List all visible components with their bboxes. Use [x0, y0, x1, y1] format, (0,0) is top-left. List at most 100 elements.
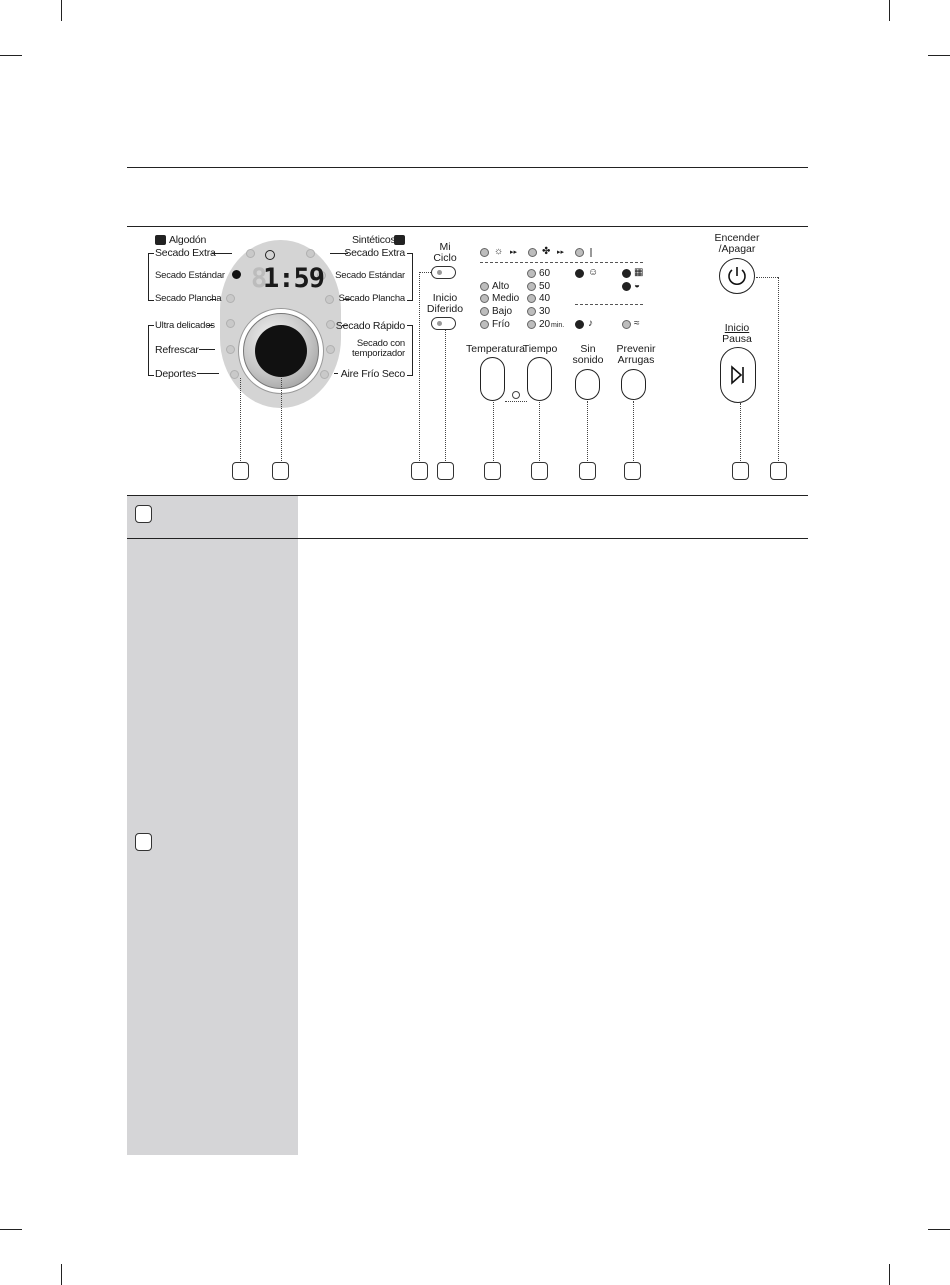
- sound-off-icon: ♪: [588, 318, 593, 329]
- cycle-quick-dry[interactable]: Secado Rápido: [335, 320, 405, 332]
- cycle-indicator: [246, 249, 255, 258]
- cycle-sports[interactable]: Deportes: [155, 368, 197, 380]
- cycle-indicator: [325, 295, 334, 304]
- time-indicator: [527, 282, 536, 291]
- crop-mark: [61, 0, 62, 21]
- callout-leader: [419, 272, 431, 273]
- crop-mark: [889, 1264, 890, 1285]
- top-rule: [127, 167, 808, 168]
- cotton-shirt-icon: [155, 235, 166, 245]
- cycle-cool-air[interactable]: Aire Frío Seco: [340, 368, 406, 380]
- option-indicator: [575, 269, 584, 278]
- cycle-cotton-iron[interactable]: Secado Plancha: [155, 293, 222, 304]
- cycle-refresh[interactable]: Refrescar: [155, 344, 199, 356]
- crop-mark: [928, 1229, 950, 1230]
- callout-start: [732, 462, 749, 480]
- callout-mi-ciclo: [411, 462, 428, 480]
- cycle-indicator: [226, 345, 235, 354]
- start-label-2: Pausa: [722, 333, 752, 345]
- callout-dial: [272, 462, 289, 480]
- prevenir-arrugas-button[interactable]: [621, 369, 646, 400]
- drum-light-icon: ▦: [634, 267, 644, 278]
- mi-ciclo-label-1: Mi: [439, 241, 451, 253]
- cycle-synthetic-extra[interactable]: Secado Extra: [344, 247, 405, 259]
- temp-option-low: Bajo: [492, 306, 513, 317]
- leader-line: [210, 299, 216, 300]
- cycle-indicator: [226, 294, 235, 303]
- end-icon: [590, 248, 592, 257]
- sin-sonido-button[interactable]: [575, 369, 600, 400]
- cycle-indicator: [326, 320, 335, 329]
- filter-icon: ◒: [634, 280, 641, 291]
- time-unit: min.: [551, 322, 565, 329]
- cycle-timed-dry-line2[interactable]: temporizador: [351, 348, 405, 359]
- start-pause-button[interactable]: [720, 347, 756, 403]
- time-indicator: [527, 320, 536, 329]
- inicio-diferido-button[interactable]: [431, 317, 456, 330]
- table-header-bottom-rule: [127, 538, 808, 539]
- program-synthetic-label: Sintéticos: [352, 234, 396, 246]
- cycle-cotton-extra[interactable]: Secado Extra: [155, 247, 216, 259]
- time-option-60: 60: [539, 268, 551, 279]
- lock-icon: [512, 391, 520, 399]
- time-indicator: [527, 307, 536, 316]
- power-label-1: Encender: [714, 232, 760, 244]
- play-pause-icon: [731, 365, 744, 385]
- cycle-indicator: [230, 370, 239, 379]
- callout-display: [232, 462, 249, 480]
- callout-leader: [539, 402, 540, 461]
- right-bracket-synthetic: [407, 253, 413, 301]
- option-indicator: [622, 320, 631, 329]
- power-button[interactable]: [719, 258, 755, 294]
- temp-indicator: [480, 282, 489, 291]
- cycle-synthetic-iron[interactable]: Secado Plancha: [338, 293, 406, 304]
- prevenir-label-1: Prevenir: [616, 343, 656, 355]
- power-icon: [728, 267, 746, 285]
- synthetic-shirt-icon: [394, 235, 405, 245]
- panel-top-rule: [127, 226, 808, 227]
- time-option-50: 50: [539, 281, 551, 292]
- separator: [480, 262, 643, 263]
- clock-icon: [265, 250, 275, 260]
- right-bracket-other: [407, 325, 413, 376]
- arrow-icon: ▸▸: [557, 249, 565, 256]
- cooling-fan-icon: ✤: [542, 246, 551, 257]
- time-option-30: 30: [539, 306, 551, 317]
- cycle-cotton-standard[interactable]: Secado Estándar: [155, 270, 225, 281]
- arrow-icon: ▸▸: [510, 249, 518, 256]
- time-indicator: [527, 269, 536, 278]
- callout-sin-sonido: [579, 462, 596, 480]
- callout-leader: [756, 277, 778, 278]
- cycle-timed-dry-line1[interactable]: Secado con: [356, 338, 405, 349]
- temp-indicator: [480, 320, 489, 329]
- callout-temperature: [484, 462, 501, 480]
- time-option-20: 20: [539, 319, 551, 330]
- leader-line: [197, 373, 219, 374]
- time-option-40: 40: [539, 293, 551, 304]
- time-button[interactable]: [527, 357, 552, 401]
- left-bracket-cotton: [148, 253, 154, 301]
- separator: [575, 304, 643, 305]
- leader-line: [199, 349, 215, 350]
- cycle-ultra-delicate[interactable]: Ultra delicados: [155, 320, 215, 331]
- cycle-indicator: [320, 370, 329, 379]
- leader-line: [343, 299, 351, 300]
- temperature-button[interactable]: [480, 357, 505, 401]
- start-label-1: Inicio: [724, 322, 750, 334]
- callout-leader: [778, 277, 779, 461]
- prevenir-label-2: Arrugas: [617, 354, 655, 366]
- lock-link: [505, 401, 527, 402]
- anti-crease-icon: ≈: [634, 318, 640, 329]
- temp-option-cold: Frío: [492, 319, 510, 330]
- child-lock-icon: ☺: [588, 267, 599, 278]
- cycle-synthetic-standard[interactable]: Secado Estándar: [335, 270, 405, 281]
- mi-ciclo-button[interactable]: [431, 266, 456, 279]
- leader-line: [212, 253, 232, 254]
- crop-mark: [0, 1229, 22, 1230]
- program-dial-center: [255, 325, 307, 377]
- cycle-indicator: [232, 270, 241, 279]
- power-label-2: /Apagar: [718, 243, 756, 255]
- table-header-top-rule: [127, 495, 808, 496]
- temp-option-medium: Medio: [492, 293, 520, 304]
- callout-leader: [419, 272, 420, 461]
